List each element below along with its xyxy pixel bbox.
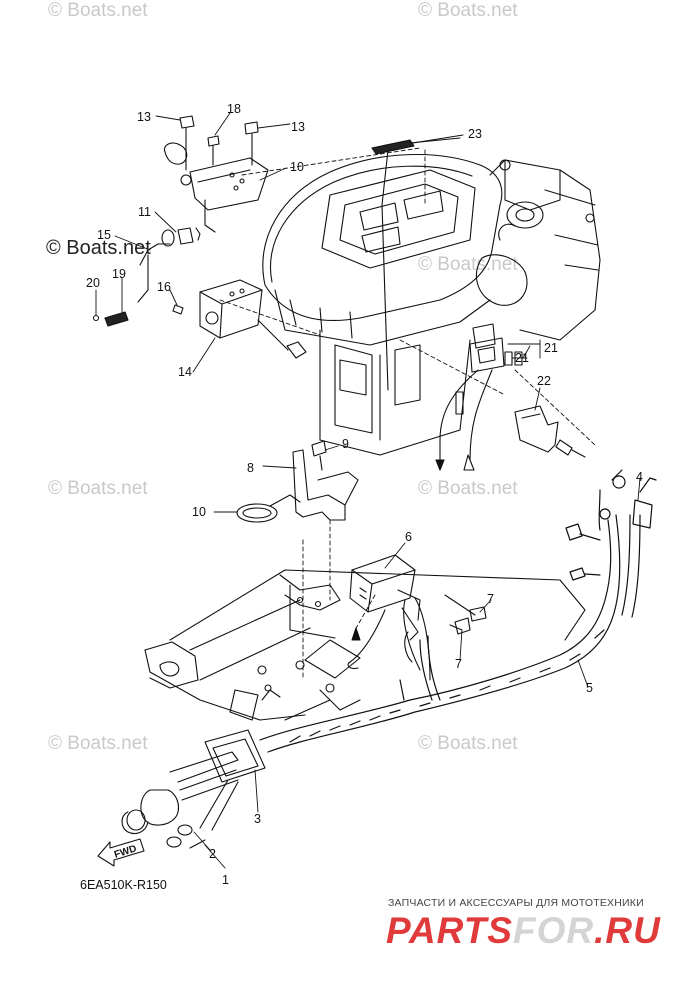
callout-19: 20 [86, 276, 100, 290]
callout-3: 3 [254, 812, 261, 826]
callout-13: 13 [291, 120, 305, 134]
watermark: © Boats.net [48, 0, 148, 21]
callout-13: 13 [137, 110, 151, 124]
callout-10: 10 [192, 505, 206, 519]
callout-6: 6 [405, 530, 412, 544]
callout-1: 1 [222, 873, 229, 887]
callout-15: 15 [97, 228, 111, 242]
callout-9: 9 [342, 437, 349, 451]
callout-17: 18 [227, 102, 241, 116]
callout-12: 11 [138, 205, 151, 219]
callout-22: 22 [537, 374, 551, 388]
callout-14: 14 [178, 365, 192, 379]
callout-7: 7 [455, 657, 462, 671]
callout-5: 5 [586, 681, 593, 695]
callout-7: 7 [487, 592, 494, 606]
callout-4: 4 [636, 470, 643, 484]
watermark: © Boats.net [418, 0, 518, 21]
watermark: © Boats.net [418, 733, 518, 754]
brand-logo-part2: FOR [512, 910, 595, 951]
callout-23: 23 [468, 127, 482, 141]
callout-21: 21 [515, 351, 529, 365]
brand-subtitle: ЗАПЧАСТИ И АКСЕССУАРЫ ДЛЯ МОТОТЕХНИКИ [388, 897, 644, 909]
part-code: 6EA510K-R150 [80, 878, 167, 892]
wiring-harness [259, 469, 657, 753]
bottom-cowling [144, 569, 586, 721]
callout-11: 10 [290, 160, 304, 174]
callout-20: 21 [544, 341, 558, 355]
side-watermark: © Boats.net [46, 237, 151, 259]
watermark: © Boats.net [48, 478, 148, 499]
watermark: © Boats.net [418, 254, 518, 275]
callout-8: 8 [247, 461, 254, 475]
callout-2: 2 [209, 847, 216, 861]
brand-logo-part1: PARTS [386, 910, 513, 951]
brand-logo-part3: .RU [594, 910, 661, 951]
engine-block [262, 153, 601, 456]
brand-logo: PARTSFOR.RU [386, 910, 661, 952]
watermark: © Boats.net [48, 733, 148, 754]
watermark: © Boats.net [418, 478, 518, 499]
callout-16: 16 [157, 280, 171, 294]
callout-18: 19 [112, 267, 126, 281]
